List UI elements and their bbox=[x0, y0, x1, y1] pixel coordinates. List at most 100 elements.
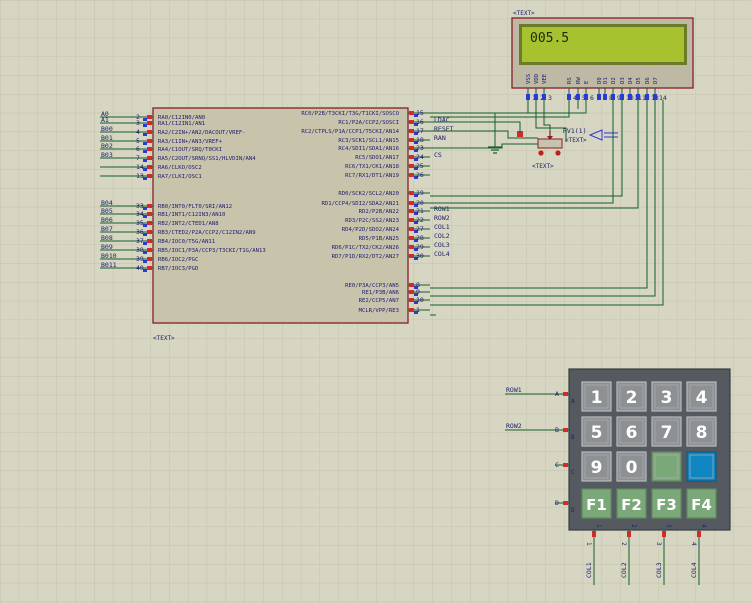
mcu-right-net-label: CS bbox=[434, 151, 442, 159]
wire-ran[interactable] bbox=[430, 143, 538, 149]
mcu-right-pin-number: 26 bbox=[416, 171, 424, 179]
ground-symbol bbox=[488, 138, 502, 154]
mcu-pin-marker-red bbox=[409, 111, 414, 115]
mcu-right-pin-name: RC7/RX1/DT1/AN19 bbox=[345, 173, 399, 179]
mcu-left-net-label: B05 bbox=[101, 207, 113, 215]
key-f2[interactable]: F2 bbox=[616, 488, 647, 519]
mcu-right-pin-number: 24 bbox=[416, 153, 424, 161]
pot-terminal[interactable] bbox=[538, 150, 544, 156]
mcu-pin-marker-blue bbox=[143, 242, 147, 245]
mcu-left-pin-number: 34 bbox=[136, 210, 144, 218]
mcu-pin-marker-blue bbox=[414, 257, 418, 260]
keypad-col-number: 3 bbox=[655, 542, 662, 546]
wire-lcd-d4[interactable] bbox=[430, 100, 639, 209]
mcu-right-pin-number: 15 bbox=[416, 109, 424, 117]
wire-reset[interactable] bbox=[430, 130, 538, 139]
mcu-left-pin-number: 37 bbox=[136, 237, 144, 245]
mcu-right-net-label: ROW2 bbox=[434, 214, 450, 222]
key-label: 7 bbox=[661, 423, 673, 443]
key-f4[interactable]: F4 bbox=[686, 488, 717, 519]
key-label: 1 bbox=[591, 388, 603, 408]
mcu-pin-marker-red bbox=[409, 227, 414, 231]
mcu-right-net-label: ROW1 bbox=[434, 205, 450, 213]
key-5[interactable]: 5 bbox=[581, 416, 612, 447]
key-6[interactable]: 6 bbox=[616, 416, 647, 447]
mcu-right-pin-name: RC3/SCK1/SCL1/AN15 bbox=[338, 138, 399, 144]
keypad-col-pin-number: 4 bbox=[700, 524, 707, 528]
mcu-right-net-label: COL2 bbox=[434, 232, 450, 240]
mcu-right-net-label: COL1 bbox=[434, 223, 450, 231]
mcu-pin-marker-blue bbox=[414, 221, 418, 224]
wire-lcd-e[interactable] bbox=[430, 100, 587, 114]
mcu-left-pin-name: RA6/CLKO/OSC2 bbox=[158, 165, 202, 171]
key-f1[interactable]: F1 bbox=[581, 488, 612, 519]
wire-lcd-d7[interactable] bbox=[430, 100, 664, 306]
mcu-left-net-label: B00 bbox=[101, 125, 113, 133]
lcd-pin-label: D4 bbox=[628, 77, 634, 84]
wire-ldac[interactable] bbox=[430, 121, 521, 133]
mcu-right-pin-number: 8 bbox=[416, 281, 420, 289]
lcd-pin-marker bbox=[603, 94, 607, 100]
wire-lcd-d6[interactable] bbox=[430, 100, 656, 297]
lcd-pin-marker bbox=[645, 94, 649, 100]
wire-lcd-vdd[interactable] bbox=[535, 100, 567, 142]
key-1[interactable]: 1 bbox=[581, 381, 612, 412]
key-blue[interactable] bbox=[686, 451, 717, 482]
lcd-display-component[interactable]: <TEXT> 005.5 VSS1VDD2VEE3RS4RW5E6D07D18D… bbox=[511, 10, 694, 102]
mcu-left-pin-number: 13 bbox=[136, 172, 144, 180]
mcu-pin-marker-red bbox=[409, 298, 414, 302]
mcu-pin-marker-red bbox=[147, 212, 152, 216]
key-9[interactable]: 9 bbox=[581, 451, 612, 482]
key-4[interactable]: 4 bbox=[686, 381, 717, 412]
keypad-row-pin-letter: D bbox=[571, 507, 575, 514]
key-label: 3 bbox=[661, 388, 673, 408]
keypad-pin-marker bbox=[563, 392, 568, 396]
lcd-pin-marker bbox=[628, 94, 632, 100]
key-f3[interactable]: F3 bbox=[651, 488, 682, 519]
mcu-right-pin-number: 1 bbox=[416, 306, 420, 314]
mcu-left-pin-number: 35 bbox=[136, 219, 144, 227]
pot-terminal[interactable] bbox=[555, 150, 561, 156]
mcu-right-pin-name: MCLR/VPP/RE3 bbox=[359, 308, 399, 314]
mcu-left-net-label: B03 bbox=[101, 151, 113, 159]
pot-text-tag-right: <TEXT> bbox=[565, 137, 587, 144]
mcu-left-pin-name: RB1/INT1/C12IN3/AN10 bbox=[158, 212, 225, 218]
mcu-pin-marker-red bbox=[147, 156, 152, 160]
mcu-left-pin-number: 7 bbox=[136, 154, 140, 162]
pot-body[interactable] bbox=[537, 138, 563, 149]
key-label: 6 bbox=[626, 423, 638, 443]
keypad-col-number: 2 bbox=[620, 542, 627, 546]
key-3[interactable]: 3 bbox=[651, 381, 682, 412]
mcu-pin-marker-blue bbox=[414, 149, 418, 152]
mcu-left-pin-name: RA5/C2OUT/SRNQ/SS1/HLVDIN/AN4 bbox=[158, 156, 256, 162]
mcu-right-pin-number: 16 bbox=[416, 118, 424, 126]
key-8[interactable]: 8 bbox=[686, 416, 717, 447]
wire-lcd-rs[interactable] bbox=[430, 100, 570, 118]
keypad-row-letter: A bbox=[555, 390, 559, 398]
key-7[interactable]: 7 bbox=[651, 416, 682, 447]
wire-lcd-d2[interactable] bbox=[430, 100, 623, 197]
wire-lcd-d5[interactable] bbox=[430, 100, 648, 289]
mcu-body[interactable] bbox=[152, 107, 409, 324]
mcu-right-pin-name: RE1/P3B/AN6 bbox=[362, 290, 399, 296]
mcu-pin-marker-red bbox=[147, 130, 152, 134]
key-0[interactable]: 0 bbox=[616, 451, 647, 482]
keypad-pin-marker bbox=[662, 531, 666, 537]
key-green[interactable] bbox=[651, 451, 682, 482]
wire-lcd-d3[interactable] bbox=[430, 100, 614, 204]
mcu-pin-marker-red bbox=[147, 257, 152, 261]
mcu-pin-marker-red bbox=[409, 173, 414, 177]
key-2[interactable]: 2 bbox=[616, 381, 647, 412]
potentiometer-rv1[interactable]: RV1(1) <TEXT> <TEXT> bbox=[517, 127, 618, 170]
lcd-pin-marker bbox=[636, 94, 640, 100]
wires bbox=[430, 100, 700, 585]
keypad-col-net-label: COL2 bbox=[620, 562, 628, 578]
mcu-right-pin-number: 21 bbox=[416, 207, 424, 215]
keypad-pin-marker bbox=[592, 531, 596, 537]
mcu-left-pin-name: RA1/C12IN1/AN1 bbox=[158, 121, 205, 127]
mcu-left-pin-name: RA3/C1IN+/AN3/VREF+ bbox=[158, 139, 223, 145]
